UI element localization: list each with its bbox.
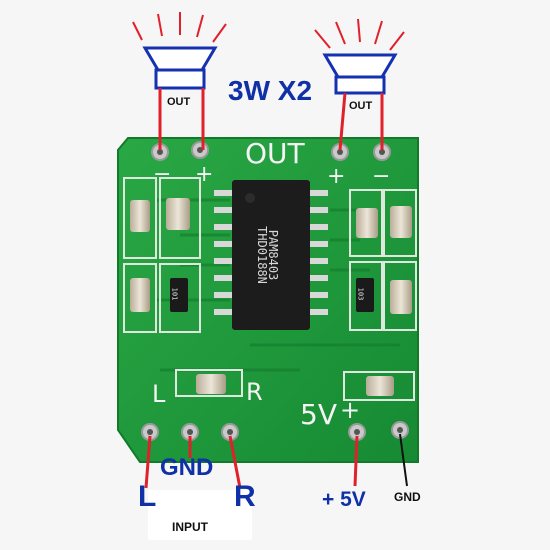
gnd-small-label: GND bbox=[394, 490, 421, 504]
board-L-silk: L bbox=[152, 380, 166, 408]
speaker-right-out-label: OUT bbox=[349, 100, 373, 112]
board-out-silk: OUT bbox=[245, 137, 305, 170]
board-5v-plus-silk: + bbox=[340, 396, 361, 424]
board-R-silk: R bbox=[246, 378, 263, 406]
title-3w-x2: 3W X2 bbox=[228, 75, 313, 106]
resistor-101-label: 101 bbox=[170, 287, 179, 301]
chip-marking-line2: THD0188N bbox=[255, 226, 269, 284]
wires bbox=[144, 88, 408, 489]
gnd-label: GND bbox=[160, 454, 214, 481]
board-minus-right: − bbox=[372, 164, 391, 189]
input-label: INPUT bbox=[172, 520, 208, 534]
board-plus-right: + bbox=[327, 164, 346, 189]
speaker-left-icon bbox=[132, 12, 227, 90]
speaker-right-icon bbox=[314, 18, 405, 95]
ic-chip bbox=[214, 180, 328, 330]
board-5v-silk: 5V bbox=[300, 398, 337, 431]
board-minus-left: − bbox=[153, 162, 172, 187]
resistor-103-label: 103 bbox=[356, 287, 365, 301]
l-label: L bbox=[138, 480, 157, 513]
speaker-left-out-label: OUT bbox=[167, 96, 191, 108]
board-plus-left: + bbox=[195, 162, 214, 187]
pcb-board bbox=[117, 137, 419, 463]
input-label-box bbox=[148, 490, 252, 540]
r-label: R bbox=[234, 480, 256, 513]
plus-5v-label: + 5V bbox=[322, 488, 366, 511]
